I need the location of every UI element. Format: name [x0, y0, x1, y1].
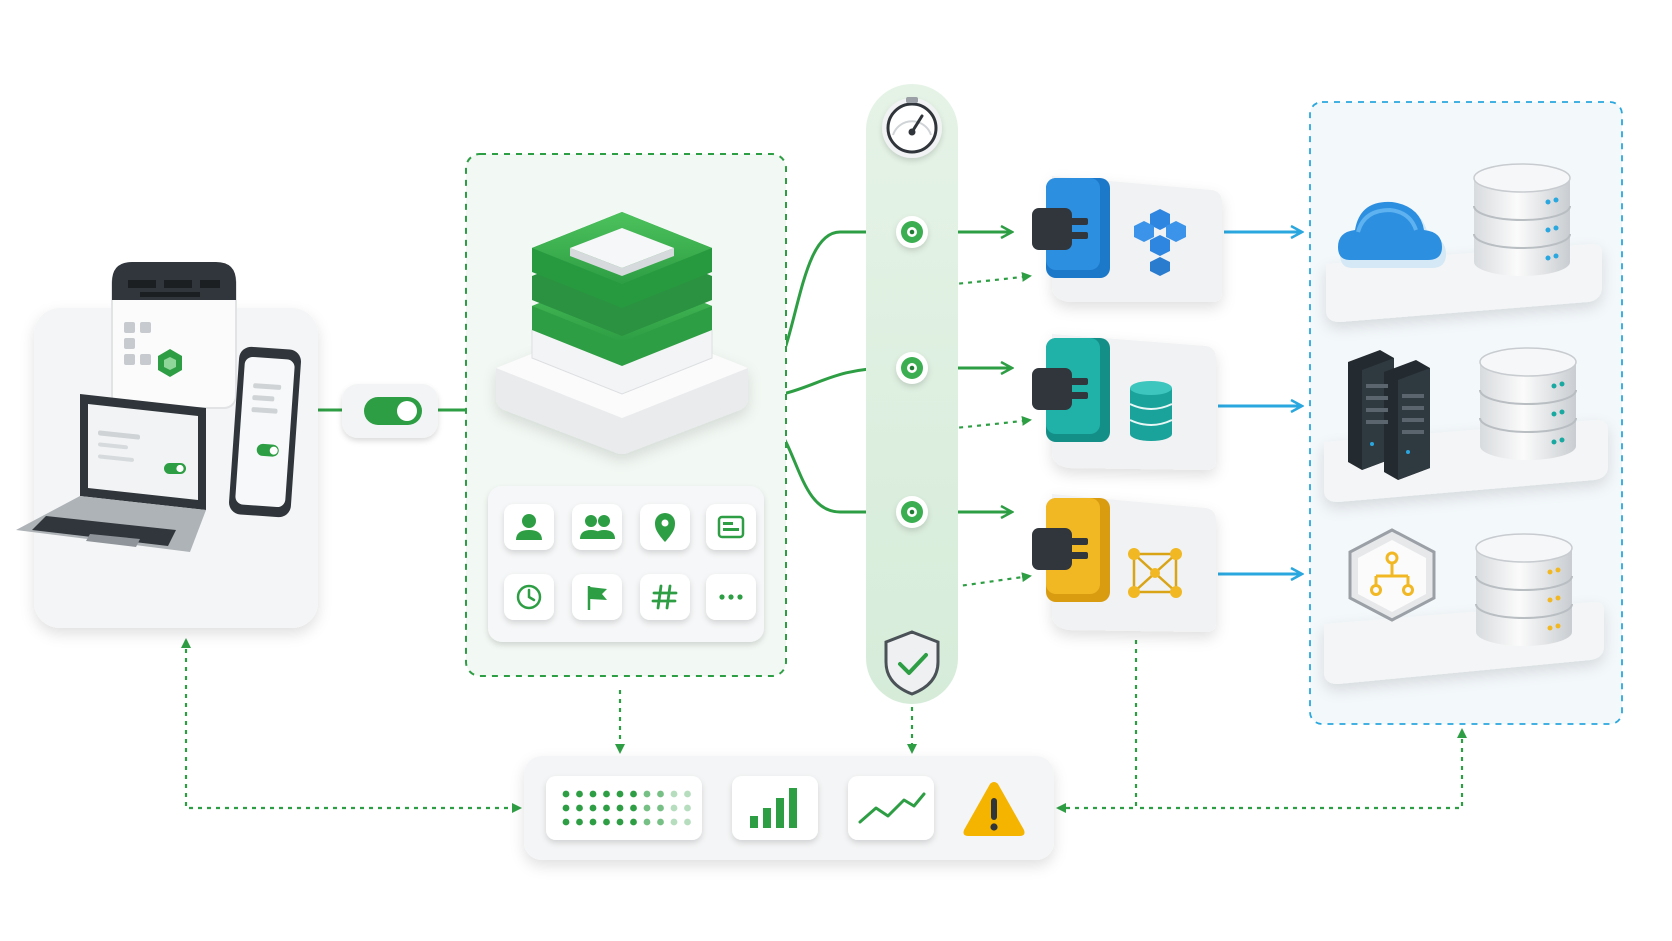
- location-pin-icon[interactable]: [640, 504, 690, 550]
- matrix-dot: [616, 818, 624, 826]
- destinations-panel: [1309, 101, 1623, 725]
- cubes-cluster-icon: [1134, 209, 1186, 276]
- flag-icon[interactable]: [572, 574, 622, 620]
- hexagon-flow-icon: [1348, 528, 1436, 622]
- matrix-dot: [616, 790, 624, 798]
- matrix-dot: [670, 790, 678, 798]
- attribute-panel: [488, 486, 764, 642]
- card-icon[interactable]: [706, 504, 756, 550]
- matrix-dot: [670, 804, 678, 812]
- matrix-dot: [562, 790, 570, 798]
- matrix-dot: [562, 804, 570, 812]
- toggle-switch[interactable]: [342, 384, 438, 438]
- matrix-dot: [684, 818, 691, 826]
- matrix-dot: [630, 818, 637, 826]
- rail-checkpoint[interactable]: [896, 496, 928, 528]
- matrix-dot: [576, 790, 583, 798]
- matrix-dot: [603, 818, 610, 826]
- destination-servers[interactable]: [1324, 347, 1608, 502]
- rail-track: [866, 84, 958, 704]
- matrix-dot: [603, 804, 610, 812]
- matrix-dot: [589, 790, 597, 798]
- connection-lines: [181, 150, 1467, 813]
- matrix-dot: [657, 790, 664, 798]
- connectors: [1032, 176, 1222, 632]
- rail-checkpoint[interactable]: [896, 352, 928, 384]
- destination-workflow[interactable]: [1324, 528, 1604, 684]
- monitoring-bar: [524, 756, 1054, 860]
- plug-icon: [1032, 208, 1072, 250]
- laptop-icon: [16, 394, 206, 552]
- gauge-icon: [882, 97, 942, 158]
- matrix-dot: [643, 818, 651, 826]
- matrix-dot: [657, 818, 664, 826]
- plug-icon: [1032, 368, 1072, 410]
- server-rack-icon: [1348, 350, 1430, 480]
- connector-yellow[interactable]: [1032, 494, 1216, 632]
- matrix-dot: [643, 804, 651, 812]
- database-stack-icon: [1479, 347, 1577, 460]
- matrix-dot: [630, 804, 637, 812]
- attribute-tiles: [504, 504, 756, 620]
- trend-line-icon[interactable]: [848, 776, 934, 840]
- database-cylinder-icon: [1129, 381, 1173, 441]
- matrix-dot: [576, 818, 583, 826]
- matrix-dot: [643, 790, 651, 798]
- user-icon[interactable]: [504, 504, 554, 550]
- hash-icon[interactable]: [640, 574, 690, 620]
- matrix-dot: [576, 804, 583, 812]
- matrix-dot: [630, 790, 637, 798]
- matrix-dot: [562, 818, 570, 826]
- more-dots-icon[interactable]: [706, 574, 756, 620]
- platform-panel: [465, 153, 787, 677]
- green-layers-stack-icon: [496, 212, 748, 454]
- matrix-dot: [657, 804, 664, 812]
- server-cube-icon: [111, 262, 237, 409]
- matrix-dot: [684, 804, 691, 812]
- matrix-dot: [589, 818, 597, 826]
- group-icon[interactable]: [572, 504, 622, 550]
- matrix-dot: [589, 804, 597, 812]
- shield-check-icon: [884, 630, 940, 696]
- matrix-dot: [684, 790, 691, 798]
- bar-chart-icon[interactable]: [732, 776, 818, 840]
- client-devices: [16, 262, 318, 628]
- plug-icon: [1032, 528, 1072, 570]
- cloud-icon: [1338, 201, 1446, 268]
- dot-matrix-icon[interactable]: [546, 776, 702, 840]
- matrix-dot: [603, 790, 610, 798]
- database-stack-icon: [1475, 533, 1573, 646]
- evaluation-rail: [866, 84, 958, 704]
- clock-icon[interactable]: [504, 574, 554, 620]
- matrix-dot: [670, 818, 678, 826]
- matrix-dot: [616, 804, 624, 812]
- connector-blue[interactable]: [1032, 176, 1222, 302]
- graph-network-icon: [1128, 548, 1182, 598]
- warning-icon[interactable]: [963, 782, 1025, 836]
- rail-checkpoint[interactable]: [896, 216, 928, 248]
- connector-teal[interactable]: [1032, 334, 1216, 470]
- database-stack-icon: [1473, 163, 1571, 276]
- destination-cloud[interactable]: [1326, 163, 1602, 322]
- tablet-icon: [229, 346, 301, 518]
